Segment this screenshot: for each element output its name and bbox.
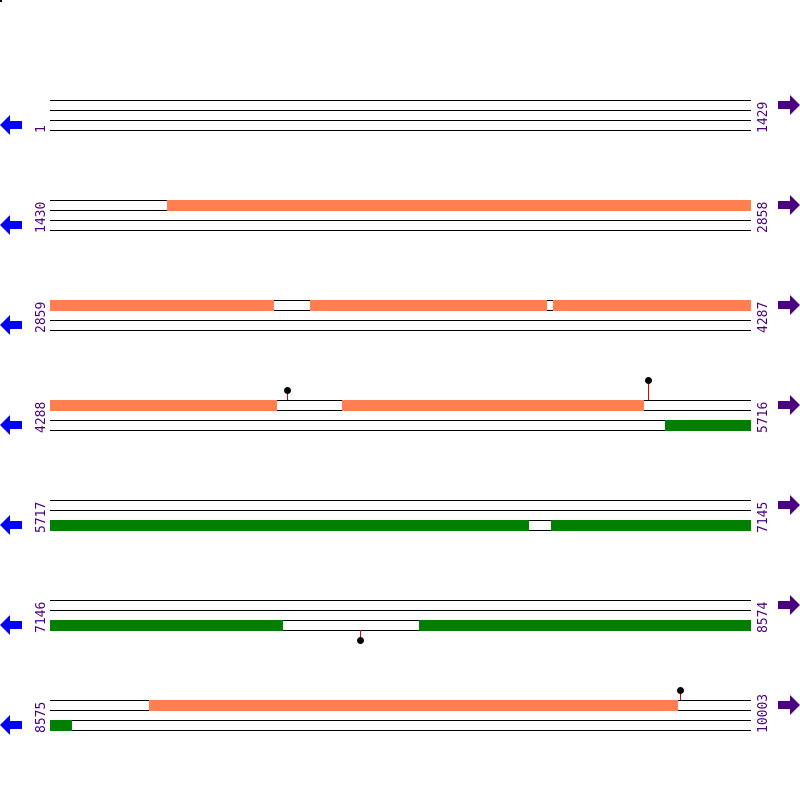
- track-line: [50, 510, 751, 511]
- orange-feature[interactable]: [149, 700, 678, 711]
- right-arrow-icon[interactable]: [778, 195, 800, 219]
- track-line: [50, 730, 751, 731]
- track-line: [50, 220, 751, 221]
- left-arrow-icon[interactable]: [0, 615, 22, 639]
- green-feature[interactable]: [50, 620, 283, 631]
- marker-head[interactable]: [357, 637, 364, 644]
- sequence-row-2: [0, 195, 800, 255]
- right-arrow-icon[interactable]: [778, 495, 800, 519]
- orange-feature[interactable]: [310, 300, 547, 311]
- right-arrow-icon[interactable]: [778, 695, 800, 719]
- left-arrow-icon[interactable]: [0, 115, 22, 139]
- row-end-label: 4287: [756, 301, 771, 333]
- track-line: [50, 420, 751, 421]
- row-start-label: 1: [34, 125, 49, 133]
- left-arrow-icon[interactable]: [0, 715, 22, 739]
- track-line: [50, 130, 751, 131]
- track-line: [50, 430, 751, 431]
- green-feature[interactable]: [50, 720, 72, 731]
- left-arrow-icon[interactable]: [0, 215, 22, 239]
- track-line: [50, 630, 751, 631]
- track-line: [50, 230, 751, 231]
- row-end-label: 10003: [756, 693, 771, 733]
- corner-dot: [0, 0, 2, 2]
- marker-stem: [287, 389, 288, 400]
- right-arrow-icon[interactable]: [778, 595, 800, 619]
- orange-feature[interactable]: [167, 200, 751, 211]
- orange-feature[interactable]: [50, 400, 277, 411]
- row-start-label: 8575: [34, 701, 49, 733]
- left-arrow-icon[interactable]: [0, 515, 22, 539]
- row-end-label: 5716: [756, 401, 771, 433]
- sequence-row-6: [0, 595, 800, 655]
- track-line: [50, 720, 751, 721]
- marker-stem: [360, 630, 361, 640]
- right-arrow-icon[interactable]: [778, 295, 800, 319]
- track-line: [50, 110, 751, 111]
- sequence-row-5: [0, 495, 800, 555]
- sequence-row-7: [0, 687, 800, 755]
- track-line: [50, 500, 751, 501]
- row-end-label: 7145: [756, 501, 771, 533]
- row-start-label: 4288: [34, 401, 49, 433]
- row-end-label: 1429: [756, 101, 771, 133]
- left-arrow-icon[interactable]: [0, 415, 22, 439]
- sequence-row-1: [0, 95, 800, 155]
- green-feature[interactable]: [665, 420, 751, 431]
- track-line: [50, 600, 751, 601]
- marker-head[interactable]: [645, 377, 652, 384]
- right-arrow-icon[interactable]: [778, 95, 800, 119]
- orange-feature[interactable]: [342, 400, 644, 411]
- row-start-label: 2859: [34, 301, 49, 333]
- track-line: [50, 330, 751, 331]
- marker-stem: [648, 379, 649, 400]
- track-line: [50, 620, 751, 621]
- green-feature[interactable]: [50, 520, 529, 531]
- right-arrow-icon[interactable]: [778, 395, 800, 419]
- sequence-row-3: [0, 295, 800, 355]
- marker-head[interactable]: [677, 687, 684, 694]
- track-line: [50, 320, 751, 321]
- row-start-label: 5717: [34, 501, 49, 533]
- green-feature[interactable]: [551, 520, 751, 531]
- row-end-label: 2858: [756, 201, 771, 233]
- row-start-label: 1430: [34, 201, 49, 233]
- left-arrow-icon[interactable]: [0, 315, 22, 339]
- track-line: [50, 610, 751, 611]
- marker-stem: [680, 692, 681, 700]
- orange-feature[interactable]: [553, 300, 751, 311]
- track-line: [50, 100, 751, 101]
- green-feature[interactable]: [419, 620, 751, 631]
- track-line: [50, 120, 751, 121]
- sequence-row-4: [0, 377, 800, 455]
- row-start-label: 7146: [34, 601, 49, 633]
- row-end-label: 8574: [756, 601, 771, 633]
- orange-feature[interactable]: [50, 300, 274, 311]
- marker-head[interactable]: [284, 387, 291, 394]
